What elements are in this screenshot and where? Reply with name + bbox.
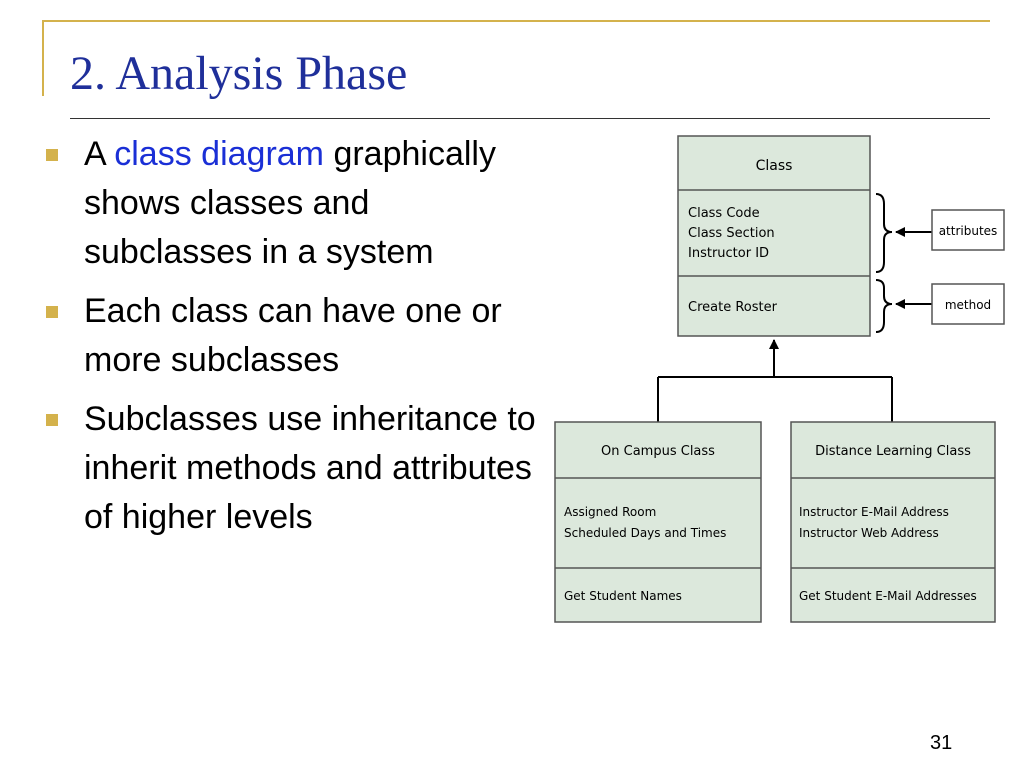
subclass-attribute: Scheduled Days and Times	[564, 526, 726, 540]
frame-top-accent	[42, 20, 990, 22]
bullet-prefix: A	[84, 135, 115, 173]
bullet-square-icon	[46, 414, 58, 426]
subclass-method: Get Student E-Mail Addresses	[799, 589, 977, 603]
attributes-callout-box	[931, 209, 1005, 251]
title-divider	[70, 118, 990, 119]
slide-title: 2. Analysis Phase	[70, 47, 408, 100]
parent-class-name: Class	[756, 158, 793, 174]
bullet-text: graphically shows classes and subclasses…	[84, 135, 496, 271]
page-number: 31	[930, 732, 953, 754]
frame-left-accent	[42, 20, 44, 96]
bullet-highlight-term: class diagram	[114, 135, 324, 173]
subclass-attribute: Instructor Web Address	[799, 526, 939, 540]
method-brace	[875, 279, 893, 333]
method-callout-label: method	[945, 298, 991, 312]
parent-class-frame	[677, 135, 871, 337]
method-callout-box	[931, 283, 1005, 325]
bullet-item-subclasses: Each class can have one or more subclass…	[42, 287, 542, 385]
bullet-square-icon	[46, 306, 58, 318]
parent-method: Create Roster	[688, 300, 778, 315]
bullet-list: A class diagram graphically shows classe…	[42, 130, 542, 552]
bullet-square-icon	[46, 149, 58, 161]
bullet-text: Each class can have one or more subclass…	[84, 292, 502, 379]
parent-attribute: Class Section	[688, 226, 775, 241]
subclass-name: On Campus Class	[601, 444, 715, 459]
parent-class-box: Class Class Code Class Section Instructo…	[677, 135, 871, 337]
subclass-method: Get Student Names	[564, 589, 682, 603]
attributes-callout-label: attributes	[939, 224, 998, 238]
class-diagram: Class Class Code Class Section Instructo…	[554, 135, 1005, 623]
distance-learning-class-box: Distance Learning Class Instructor E-Mai…	[790, 421, 996, 623]
attributes-brace	[875, 193, 893, 273]
parent-attribute: Class Code	[688, 206, 760, 221]
subclass-name: Distance Learning Class	[815, 444, 971, 459]
bullet-item-inheritance: Subclasses use inheritance to inherit me…	[42, 395, 542, 542]
subclass-attribute: Instructor E-Mail Address	[799, 505, 949, 519]
bullet-text: Subclasses use inheritance to inherit me…	[84, 400, 536, 536]
parent-attribute: Instructor ID	[688, 246, 769, 261]
subclass-attribute: Assigned Room	[564, 505, 656, 519]
on-campus-class-box: On Campus Class Assigned Room Scheduled …	[554, 421, 762, 623]
bullet-item-class-diagram: A class diagram graphically shows classe…	[42, 130, 542, 277]
